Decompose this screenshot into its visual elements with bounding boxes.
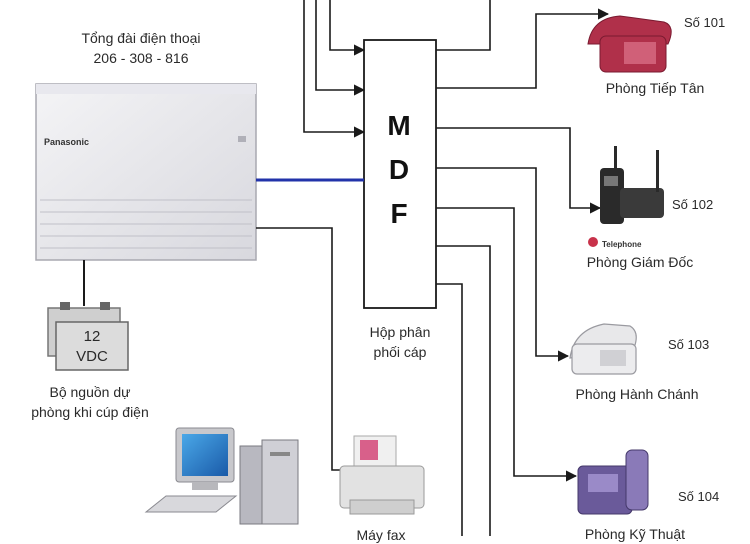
extension-room-103: Phòng Hành Chánh bbox=[575, 386, 699, 402]
phone-104 bbox=[577, 449, 649, 515]
battery-caption-line1: Bộ nguồn dự bbox=[49, 384, 131, 400]
battery-label-line1: 12 bbox=[83, 328, 101, 345]
battery-pack bbox=[47, 302, 129, 371]
telephone-badge-label: Telephone bbox=[602, 240, 642, 249]
mdf-letter-m: M bbox=[387, 110, 411, 141]
pbx-title-line2: 206 - 308 - 816 bbox=[93, 50, 189, 66]
mdf-box bbox=[363, 39, 437, 309]
mdf-caption-line1: Hộp phân bbox=[369, 324, 431, 340]
extension-room-102: Phòng Giám Đốc bbox=[586, 254, 694, 270]
extension-room-104: Phòng Kỹ Thuật bbox=[584, 526, 686, 542]
pbx-brand-logo: Panasonic bbox=[44, 137, 90, 147]
printer bbox=[339, 435, 425, 515]
pbx-printer-line bbox=[256, 227, 354, 471]
extension-room-101: Phòng Tiếp Tân bbox=[605, 80, 705, 96]
phone-102 bbox=[600, 146, 664, 224]
phone-101 bbox=[587, 15, 672, 73]
pbx-title-line1: Tổng đài điện thoại bbox=[81, 30, 201, 46]
computer bbox=[144, 427, 299, 525]
mdf-caption-line2: phối cáp bbox=[373, 344, 427, 360]
mdf-letter-f: F bbox=[390, 198, 408, 229]
pbx-unit bbox=[35, 83, 257, 261]
extension-number-104: Số 104 bbox=[678, 489, 720, 504]
phone-103 bbox=[569, 323, 637, 375]
battery-caption-line2: phòng khi cúp điện bbox=[31, 404, 149, 420]
extension-number-103: Số 103 bbox=[668, 337, 710, 352]
extension-number-101: Số 101 bbox=[684, 15, 726, 30]
extension-number-102: Số 102 bbox=[672, 197, 714, 212]
battery-label-line2: VDC bbox=[76, 348, 108, 365]
telephone-badge-dot bbox=[588, 237, 598, 247]
mdf-input-lines bbox=[303, 0, 491, 138]
mdf-letter-d: D bbox=[388, 154, 410, 185]
mdf-output-lines bbox=[436, 8, 610, 536]
